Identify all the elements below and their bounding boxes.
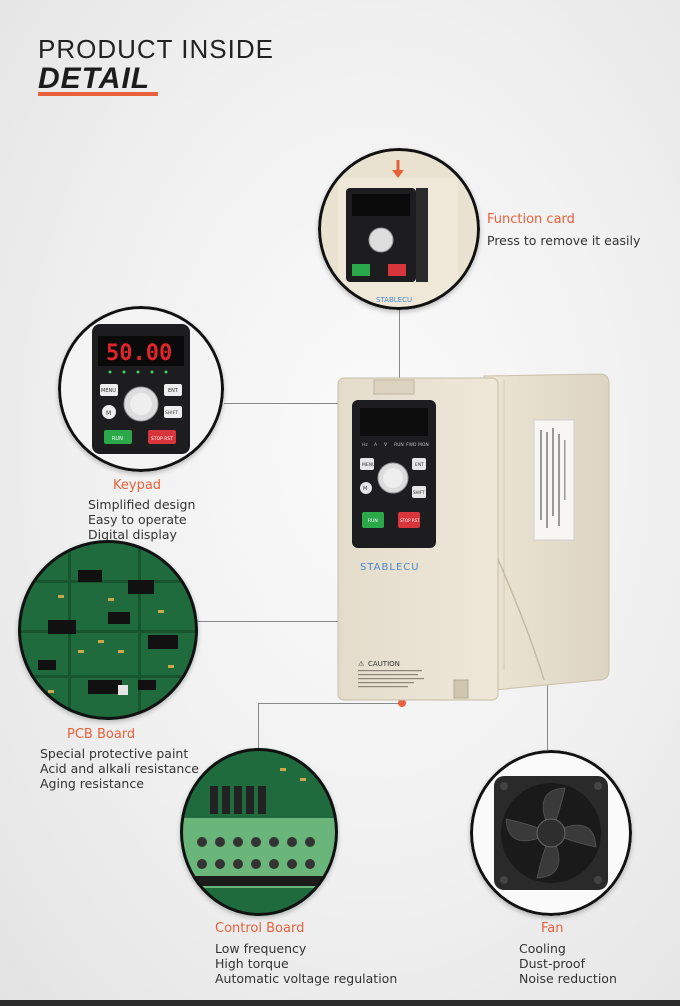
connector-function-card <box>399 310 400 386</box>
hotspot-control-board <box>398 699 406 707</box>
control-board-title: Control Board <box>215 921 305 936</box>
connector-control-v <box>258 703 259 749</box>
function-card-desc: Press to remove it easily <box>487 233 641 248</box>
svg-text:V: V <box>384 442 388 448</box>
function-card-title: Function card <box>487 212 575 227</box>
svg-text:RUN: RUN <box>368 518 378 524</box>
svg-text:A: A <box>374 442 378 448</box>
svg-text:STABLECU: STABLECU <box>360 562 420 573</box>
svg-text:ENT: ENT <box>415 462 424 468</box>
connector-pcb <box>198 621 364 622</box>
keypad-desc: Simplified design Easy to operate Digita… <box>88 497 196 542</box>
heading-line-1: PRODUCT INSIDE <box>38 34 274 64</box>
bottom-bar <box>0 1000 680 1006</box>
function-card-detail: STABLECU <box>318 148 480 310</box>
keypad-detail: 50.00 MENU ENT M SHIFT RUN STOP RST <box>58 306 224 472</box>
fan-title: Fan <box>541 921 564 936</box>
control-board-desc: Low frequency High torque Automatic volt… <box>215 941 398 986</box>
heading-underline <box>38 92 158 96</box>
svg-text:RUN: RUN <box>394 442 404 448</box>
svg-text:Hz: Hz <box>362 442 368 448</box>
svg-text:FWD: FWD <box>406 442 417 448</box>
fan-desc: Cooling Dust-proof Noise reduction <box>519 941 617 986</box>
keypad-title: Keypad <box>113 478 162 493</box>
svg-text:CAUTION: CAUTION <box>368 660 400 668</box>
svg-text:⚠: ⚠ <box>358 660 365 668</box>
heading-line-2: DETAIL <box>38 62 151 95</box>
svg-text:SHIFT: SHIFT <box>413 490 425 495</box>
control-board-detail <box>180 748 338 916</box>
svg-text:MENU: MENU <box>362 462 375 468</box>
svg-text:STOP RST: STOP RST <box>400 518 420 523</box>
connector-control-h <box>258 703 400 704</box>
fan-detail <box>470 750 632 916</box>
svg-text:M: M <box>363 486 367 492</box>
pcb-board-desc: Special protective paint Acid and alkali… <box>40 746 199 791</box>
svg-text:MON: MON <box>418 442 429 448</box>
connector-keypad <box>224 403 376 404</box>
pcb-board-detail <box>18 540 198 720</box>
pcb-board-title: PCB Board <box>67 727 136 742</box>
connector-fan <box>547 676 548 750</box>
